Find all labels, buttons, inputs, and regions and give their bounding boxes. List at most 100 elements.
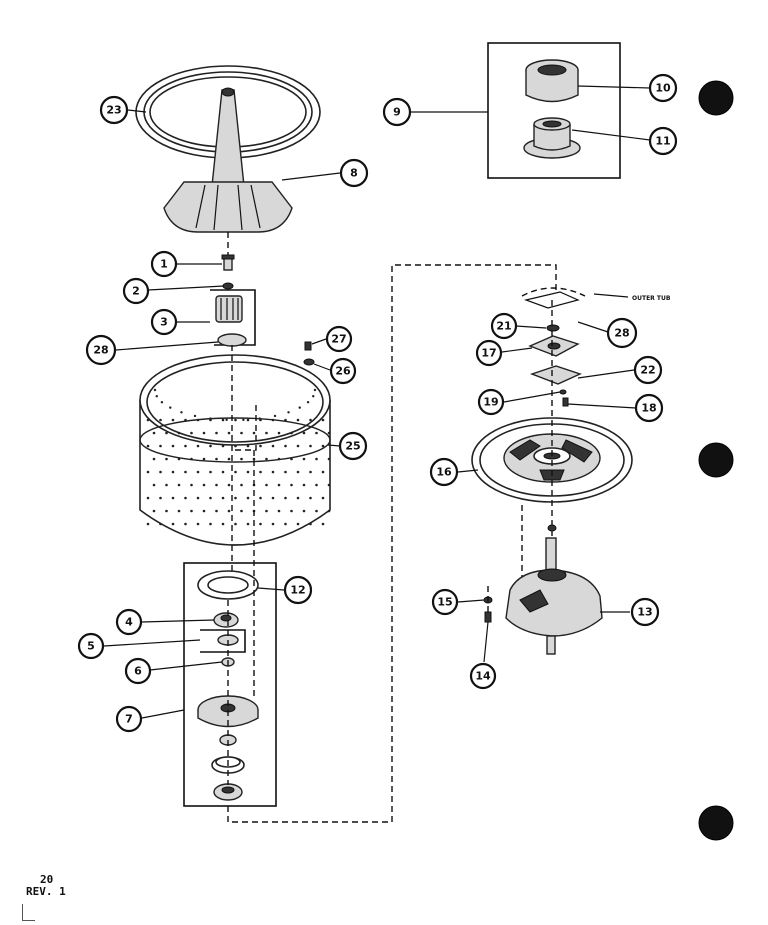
part-bearing-10 [525,59,579,103]
callout-26: 26 [329,357,357,385]
perforation-dot [159,418,162,422]
perforation-dot [202,457,206,461]
svg-text:7: 7 [125,713,133,726]
leader-11 [571,129,651,141]
page-number: 20 [40,873,54,886]
perforation-dot [153,388,157,392]
perforation-dot [171,418,175,422]
part-washer-26 [303,358,315,366]
perforation-dot [215,431,218,435]
perforation-dot [309,522,312,526]
part-agitator-assembly [135,65,321,233]
part-screw-27 [304,341,312,351]
perforation-dot [321,444,325,448]
callout-17: 17 [475,339,503,367]
perforation-dot [321,418,325,422]
svg-text:14: 14 [475,670,491,683]
perforation-dot [196,444,200,448]
perforation-dot [234,444,237,448]
callout-8: 8 [339,158,369,188]
perforation-dot [155,395,158,398]
callout-28-right: 28 [606,317,638,349]
perforation-dot [284,418,287,422]
leader-2 [147,285,225,291]
perforation-dot [265,457,268,461]
perforation-dot [271,444,275,448]
part-screw-14 [484,611,492,623]
perforation-dot [209,522,212,526]
perforation-dot [259,444,262,448]
callout-11: 11 [648,126,678,156]
svg-text:1: 1 [160,258,168,271]
perforation-dot [202,431,206,435]
perforation-dot [221,418,225,422]
perforation-dot [265,431,268,435]
perforation-dot [309,444,312,448]
perforation-dot [146,496,150,500]
leader-17 [501,347,533,353]
perforation-dot [246,496,250,500]
part-outer-tub-fragment [521,287,586,309]
perforation-dot [234,418,237,422]
perforation-dot [290,431,293,435]
part-small-washer [547,524,557,532]
perforation-dot [209,444,212,448]
perforation-dot [234,496,237,500]
svg-text:21: 21 [496,320,511,333]
perforation-dot [184,496,187,500]
callout-6: 6 [124,657,152,685]
perforation-dot [171,444,175,448]
part-gasket-12 [197,570,259,600]
svg-text:19: 19 [483,396,498,409]
perforation-dot [302,509,306,513]
callout-18: 18 [634,393,664,423]
perforation-dot [315,483,318,487]
perforation-dot [327,509,331,513]
perforation-dot [196,522,200,526]
perforation-dot [321,470,325,474]
perforation-dot [190,483,193,487]
perforation-dot [309,418,312,422]
perforation-dot [240,483,243,487]
perforation-dot [277,431,281,435]
part-28-left-seal [217,333,247,347]
callout-3: 3 [150,308,178,336]
perforation-dot [240,509,243,513]
leader-8 [281,172,341,181]
perforation-dot [209,496,212,500]
callout-28-left: 28 [85,334,117,366]
leader-21 [515,325,547,329]
perforation-dot [171,470,175,474]
perforation-dot [209,417,212,420]
svg-text:9: 9 [393,106,401,119]
perforation-dot [184,444,187,448]
callout-4: 4 [115,608,143,636]
perforation-dot [215,509,218,513]
part-bearing-11 [523,117,581,159]
callout-7: 7 [115,705,143,733]
svg-text:22: 22 [640,364,655,377]
corner-mark [22,904,35,921]
perforation-dot [259,522,262,526]
outer-tub-label: OUTER TUB [632,295,671,302]
perforation-dot [296,444,300,448]
perforation-dot [225,418,228,422]
perforation-dot [196,470,200,474]
perforation-dot [227,457,231,461]
perforation-dot [284,496,287,500]
perforation-dot [215,457,218,461]
perforation-dot [227,431,231,435]
part-washer [222,282,234,290]
perforation-dot [165,509,168,513]
svg-text:3: 3 [160,316,168,329]
perforation-dot [177,509,181,513]
part-perforated-basket [139,354,331,546]
perforation-dot [165,431,168,435]
perforation-dot [152,457,156,461]
binder-hole-bottom [698,805,734,841]
leader-14 [483,621,489,663]
svg-text:25: 25 [345,440,360,453]
leader-27 [311,338,327,345]
perforation-dot [284,444,287,448]
